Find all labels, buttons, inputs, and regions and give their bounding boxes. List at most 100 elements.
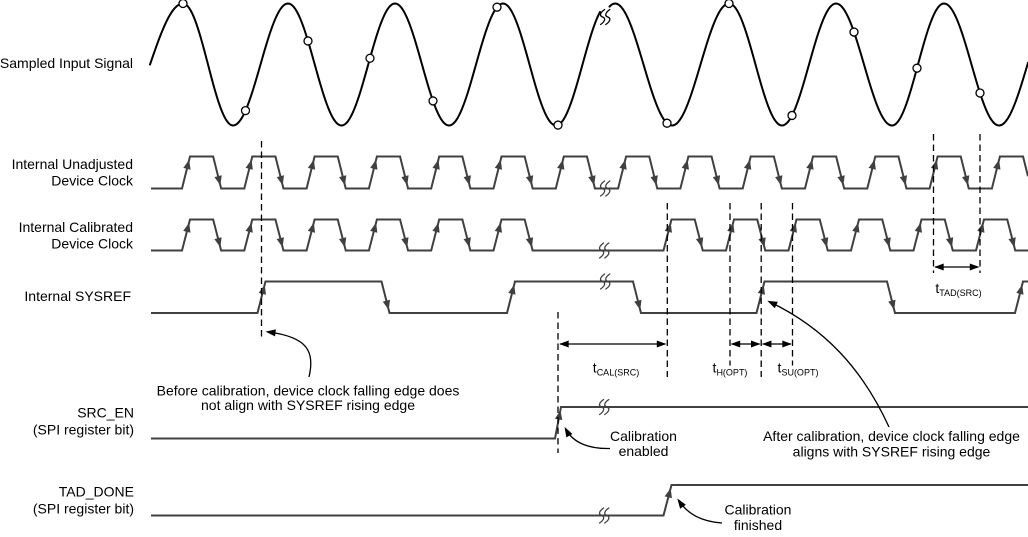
rising-edge-arrow bbox=[494, 159, 503, 170]
rising-edge-arrow bbox=[806, 159, 814, 170]
sample-point-marker bbox=[975, 88, 985, 98]
row-label-tad-done: TAD_DONE bbox=[59, 484, 134, 500]
t-su-opt-label: tSU(OPT) bbox=[778, 360, 819, 378]
sampled-input-trace bbox=[149, 0, 1028, 130]
rising-edge-arrow bbox=[432, 159, 440, 170]
falling-edge-arrow bbox=[820, 237, 829, 248]
t-h-opt-label: tH(OPT) bbox=[713, 360, 748, 378]
break-mark bbox=[598, 398, 605, 416]
sample-point-marker bbox=[662, 118, 672, 128]
falling-edge-arrow bbox=[883, 237, 891, 248]
rising-edge-arrow bbox=[183, 222, 191, 233]
after-calibration-text: aligns with SYSREF rising edge bbox=[793, 444, 991, 460]
sine-wave-segment bbox=[149, 2, 601, 127]
rising-edge-arrow bbox=[977, 222, 985, 233]
t-cal-src-left-arrowhead bbox=[559, 340, 569, 348]
falling-edge-arrow bbox=[525, 175, 534, 186]
after-calibration-annotation: After calibration, device clock falling … bbox=[763, 300, 1020, 460]
internal-sysref-path bbox=[151, 280, 1028, 314]
rising-edge-arrow bbox=[664, 222, 672, 233]
break-mark bbox=[604, 507, 610, 524]
rising-edge-arrow bbox=[245, 159, 253, 170]
break-mark bbox=[605, 8, 611, 26]
internal-calibrated-device-clock-trace bbox=[151, 218, 1028, 259]
after-calibration-arrow-curve bbox=[769, 301, 890, 428]
t-h-opt-dimension: tH(OPT)tH(OPT) bbox=[709, 340, 761, 381]
rising-edge-arrow bbox=[930, 159, 939, 170]
break-mark bbox=[605, 273, 611, 290]
t-cal-src-label-halo: tCAL(SRC) bbox=[593, 360, 639, 378]
falling-edge-arrow bbox=[758, 237, 766, 248]
before-calibration-text: not align with SYSREF rising edge bbox=[201, 397, 415, 413]
row-label-src-en: (SPI register bit) bbox=[33, 422, 134, 438]
rising-edge-arrow bbox=[370, 159, 378, 170]
break-mark bbox=[598, 242, 605, 259]
t-tad-src-left-arrowhead bbox=[934, 263, 944, 271]
rising-edge-arrow bbox=[664, 488, 672, 499]
t-tad-src-dimension: tTAD(SRC)tTAD(SRC) bbox=[932, 263, 985, 302]
rising-edge-arrow bbox=[868, 159, 876, 170]
t-cal-src-dimension: tCAL(SRC)tCAL(SRC) bbox=[559, 340, 667, 381]
internal-unadjusted-device-clock-path bbox=[151, 155, 1028, 190]
internal-calibrated-device-clock-path bbox=[151, 218, 1028, 252]
tad-done-signal-trace bbox=[151, 484, 1028, 524]
row-label-sampled-input: Sampled Input Signal bbox=[0, 55, 133, 71]
sine-wave-segment bbox=[608, 2, 1028, 127]
rising-edge-arrow bbox=[993, 159, 1001, 170]
calibration-enabled-arrowhead bbox=[564, 426, 573, 438]
rising-edge-arrow bbox=[245, 222, 253, 233]
sample-point-marker bbox=[240, 105, 251, 116]
timing-dimension-arrows: tCAL(SRC)tCAL(SRC)tH(OPT)tH(OPT)tSU(OPT)… bbox=[559, 263, 985, 381]
before-calibration-text: Before calibration, device clock falling… bbox=[157, 383, 460, 399]
t-tad-src-label-halo: tTAD(SRC) bbox=[935, 280, 981, 298]
t-h-opt-left-arrowhead bbox=[730, 340, 741, 348]
sample-point-marker bbox=[912, 63, 922, 73]
falling-edge-arrow bbox=[401, 175, 409, 186]
callout-annotations: Before calibration, device clock falling… bbox=[157, 300, 1020, 533]
calibration-enabled-arrow-curve bbox=[565, 429, 611, 450]
falling-edge-arrow bbox=[650, 175, 658, 186]
row-label-unadjusted-clock: Device Clock bbox=[51, 173, 134, 189]
rising-edge-arrow bbox=[681, 159, 689, 170]
rising-edge-arrow bbox=[432, 222, 440, 233]
alignment-dashed-lines bbox=[260, 134, 981, 453]
break-mark bbox=[599, 8, 606, 26]
row-label-sysref: Internal SYSREF bbox=[24, 288, 131, 304]
t-su-opt-left-arrowhead bbox=[761, 340, 772, 348]
falling-edge-arrow bbox=[1008, 237, 1016, 248]
rising-edge-arrow bbox=[258, 284, 267, 295]
falling-edge-arrow bbox=[888, 299, 896, 310]
sample-point-marker bbox=[178, 0, 188, 9]
falling-edge-arrow bbox=[634, 299, 642, 310]
falling-edge-arrow bbox=[382, 299, 391, 310]
falling-edge-arrow bbox=[525, 237, 534, 248]
falling-edge-arrow bbox=[276, 237, 284, 248]
rising-edge-arrow bbox=[852, 222, 860, 233]
tad-done-signal-path bbox=[151, 484, 1028, 517]
falling-edge-arrow bbox=[695, 237, 704, 248]
rising-edge-arrow bbox=[1016, 284, 1024, 295]
rising-edge-arrow bbox=[619, 159, 627, 170]
falling-edge-arrow bbox=[712, 175, 721, 186]
calibration-finished-arrow-curve bbox=[678, 500, 723, 524]
falling-edge-arrow bbox=[338, 237, 347, 248]
row-label-calibrated-clock: Internal Calibrated bbox=[19, 219, 133, 235]
t-tad-src-right-arrowhead bbox=[969, 263, 980, 271]
before-calibration-arrow-curve bbox=[268, 331, 312, 378]
falling-edge-arrow bbox=[962, 175, 970, 186]
break-mark bbox=[604, 398, 610, 416]
calibration-finished-text: Calibration bbox=[725, 502, 792, 518]
internal-unadjusted-device-clock-trace bbox=[151, 155, 1028, 197]
row-label-tad-done: (SPI register bit) bbox=[33, 501, 134, 517]
rising-edge-arrow bbox=[554, 410, 563, 421]
rising-edge-arrow bbox=[494, 222, 502, 233]
falling-edge-arrow bbox=[463, 175, 471, 186]
rising-edge-arrow bbox=[743, 159, 752, 170]
t-su-opt-dimension: tSU(OPT)tSU(OPT) bbox=[761, 340, 822, 381]
sample-point-marker bbox=[553, 120, 563, 130]
